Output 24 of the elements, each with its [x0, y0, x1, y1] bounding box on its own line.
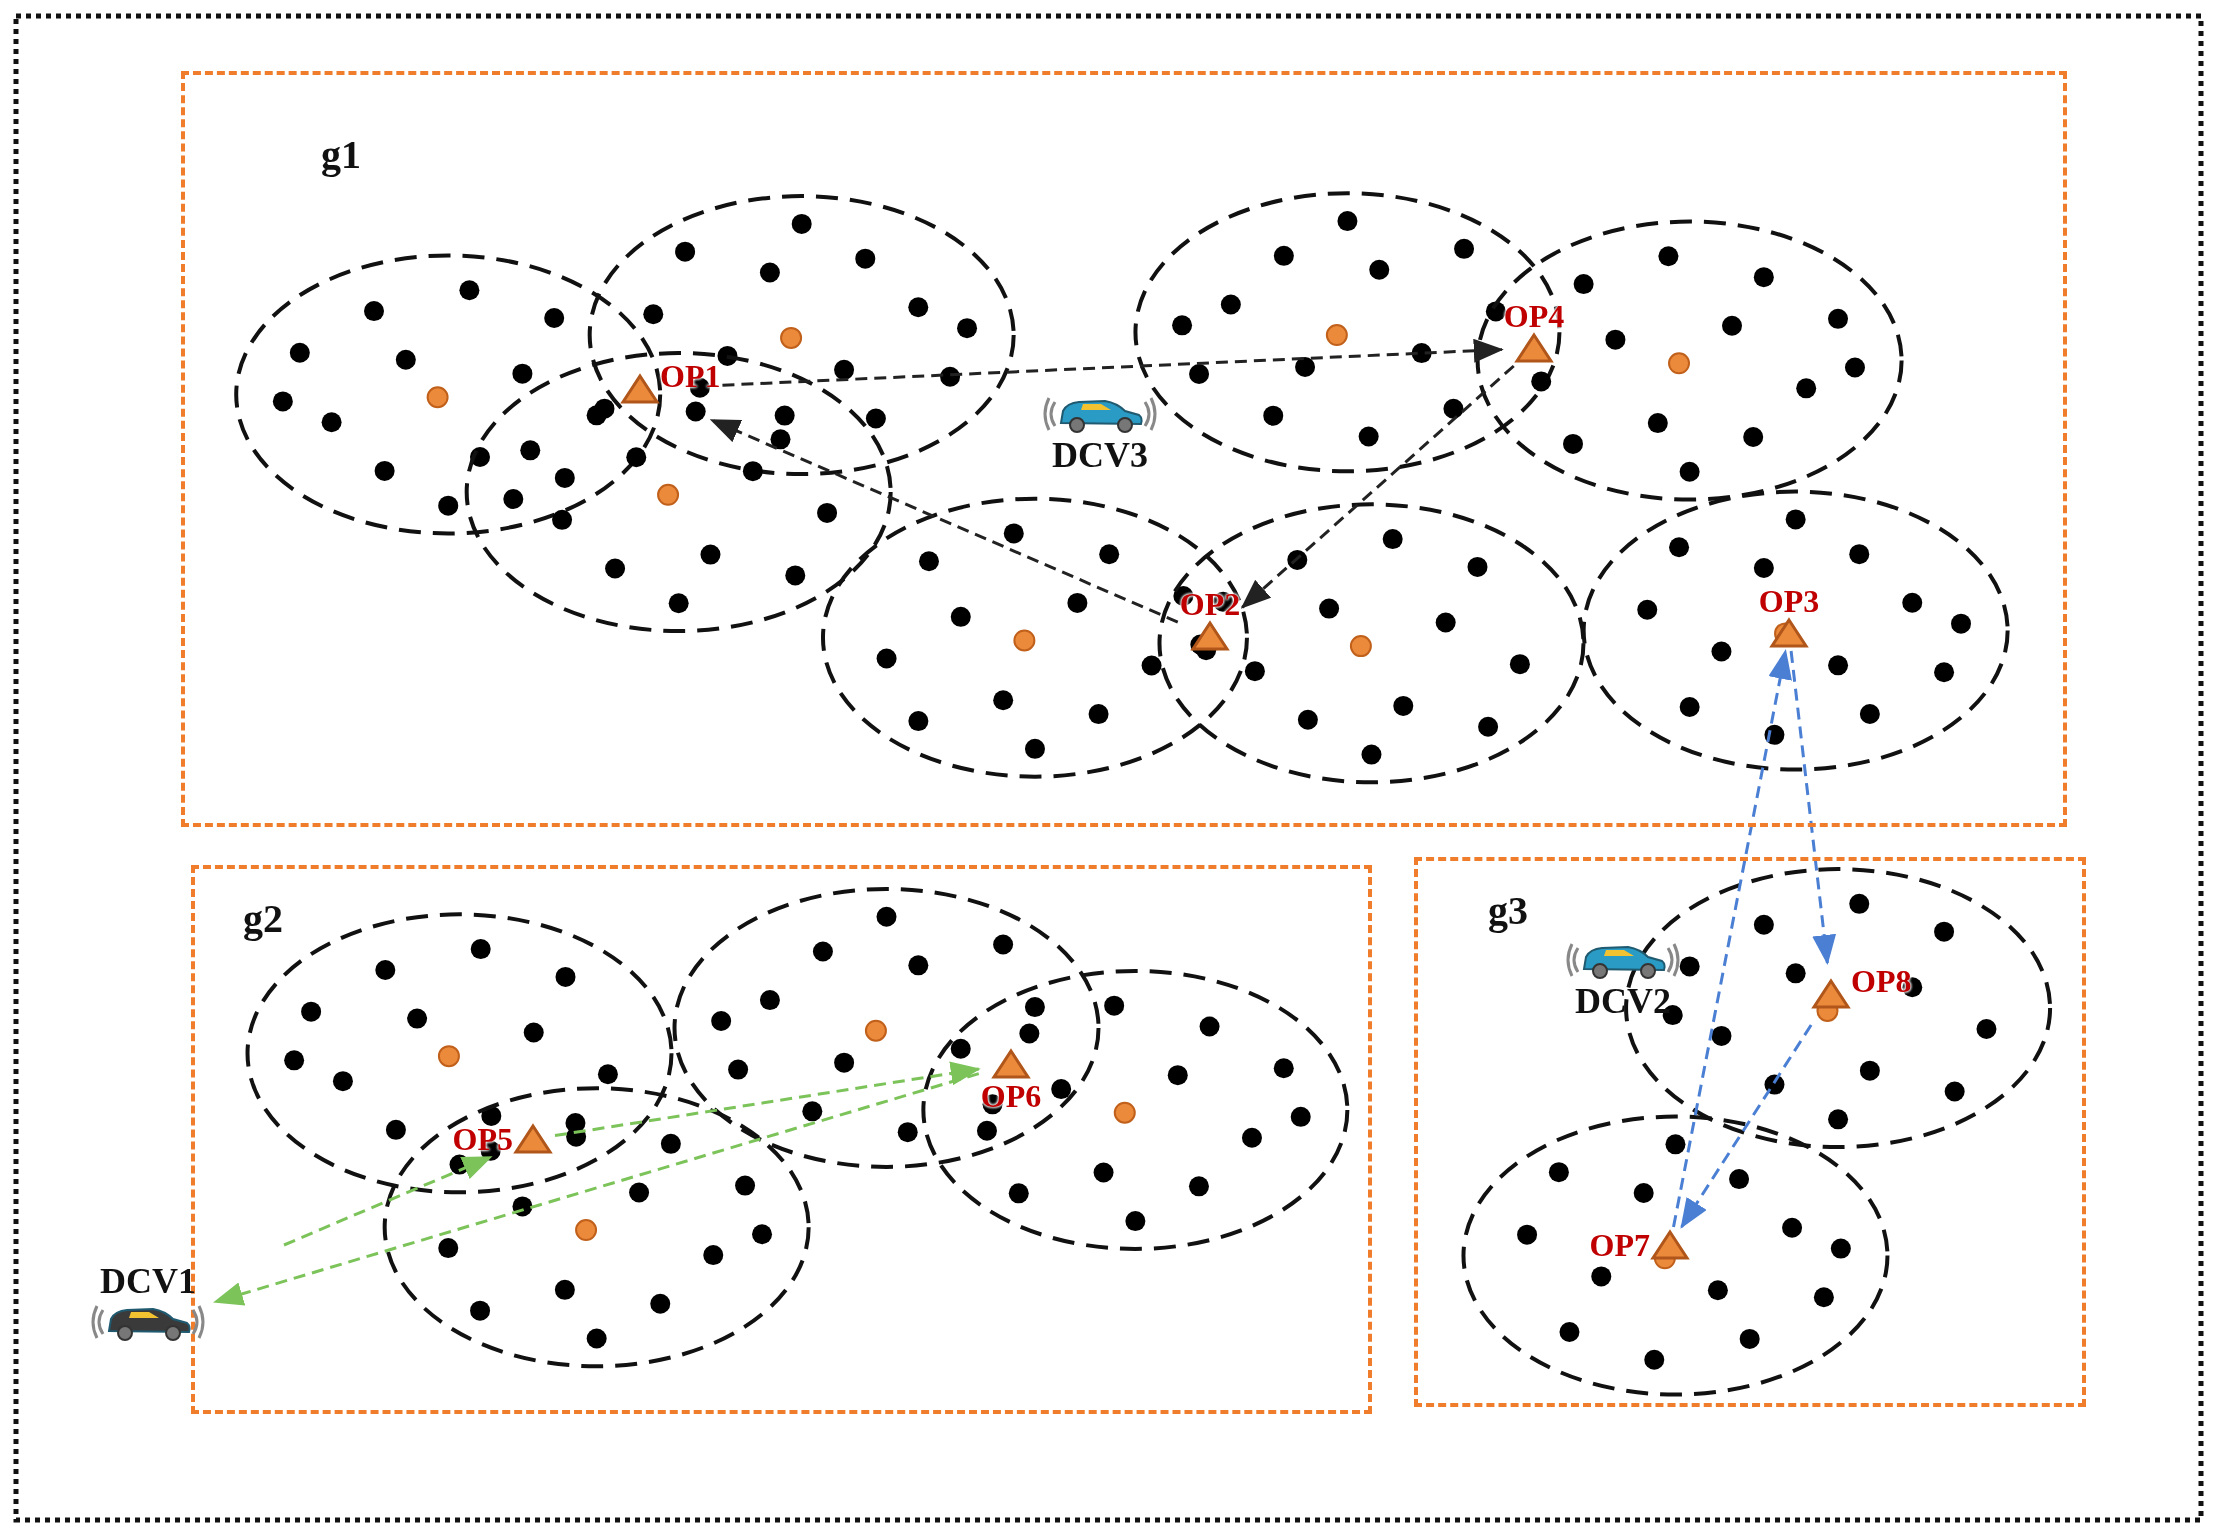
group-label: g3: [1488, 887, 1528, 934]
point-label: OP8: [1851, 965, 1912, 997]
vehicle-label: DCV2: [1575, 983, 1671, 1019]
vehicle-label: DCV3: [1052, 437, 1148, 473]
group-region: [1414, 857, 2086, 1407]
arrow: [709, 418, 1179, 624]
arrow: [1680, 1024, 1813, 1229]
arrow: [1789, 650, 1837, 965]
point-label: OP6: [980, 1080, 1042, 1112]
arrow: [1672, 649, 1792, 1228]
point-label: OP5: [452, 1123, 513, 1155]
point-label: OP1: [660, 360, 721, 392]
arrow: [283, 1155, 493, 1247]
arrow: [722, 338, 1504, 387]
group-label: g2: [243, 895, 283, 942]
point-label: OP3: [1758, 585, 1820, 617]
arrow: [213, 1072, 980, 1306]
group-region: [181, 71, 2067, 827]
point-label: OP7: [1589, 1229, 1650, 1261]
observation-point: [1589, 1229, 1690, 1261]
arrow: [1240, 364, 1515, 609]
observation-point: [452, 1123, 553, 1155]
vehicle-label: DCV1: [100, 1263, 196, 1299]
group-label: g1: [321, 131, 361, 178]
